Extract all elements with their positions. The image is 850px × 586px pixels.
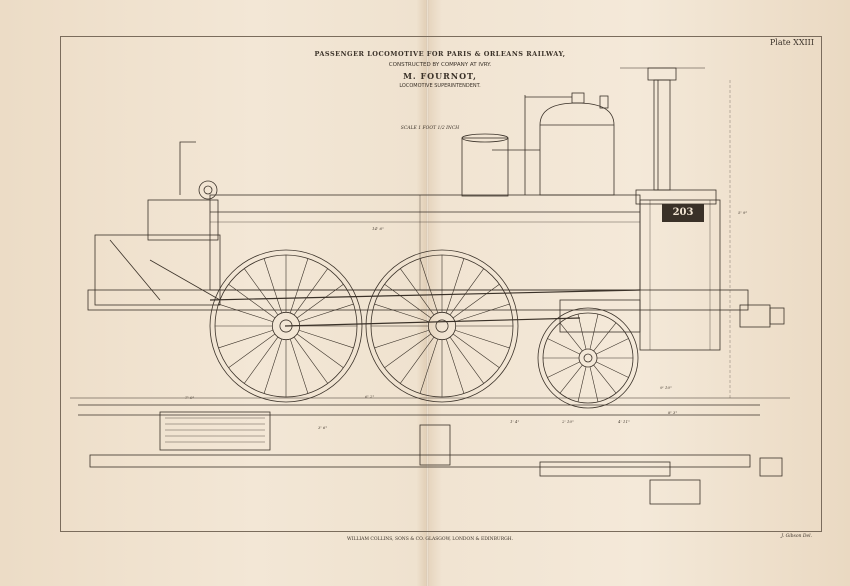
driving-wheel-rear: [209, 249, 363, 403]
steam-dome: [524, 92, 615, 196]
plate-border: [60, 36, 822, 532]
engine-number-plate: 203: [662, 204, 704, 222]
boiler: [209, 194, 721, 351]
firebox-plan: [165, 417, 265, 443]
title-line-1: PASSENGER LOCOMOTIVE FOR PARIS & ORLEANS…: [314, 50, 566, 58]
front-buffer: [739, 304, 785, 477]
title-line-4: LOCOMOTIVE SUPERINTENDENT.: [399, 83, 481, 89]
dimension-label: 14' 6": [372, 226, 384, 231]
dimension-label: 5' 9": [738, 210, 748, 215]
plate-number: Plate XXIII: [769, 38, 814, 47]
dimension-label: 1' 4": [510, 419, 520, 424]
dimension-label: 9' 10": [660, 385, 672, 390]
cylinder-motion: [209, 289, 701, 505]
title-line-2: CONSTRUCTED BY COMPANY AT IVRY.: [388, 62, 492, 68]
page-fold: [426, 0, 429, 586]
driving-wheel-front: [365, 249, 519, 403]
dimension-label: 6' 2": [365, 394, 375, 399]
frame-rails: [78, 289, 760, 468]
chimney: [620, 67, 717, 205]
firebox-cab: [94, 141, 221, 306]
publisher-line: WILLIAM COLLINS, SONS & CO. GLASGOW, LON…: [346, 537, 514, 542]
dimension-label: 7' 0": [185, 395, 195, 400]
title-line-3: M. FOURNOT,: [403, 71, 477, 81]
dimension-label: 8' 3": [668, 410, 678, 415]
dimension-label: 2' 10": [562, 419, 574, 424]
leading-wheel: [537, 307, 639, 409]
scale-note: SCALE 1 FOOT 1/2 INCH: [400, 126, 460, 131]
draughtsman-credit: J. Gibson Del.: [781, 534, 812, 539]
dimension-label: 3' 6": [318, 425, 328, 430]
sand-box: [461, 133, 540, 197]
dimension-label: 4' 11": [618, 419, 630, 424]
